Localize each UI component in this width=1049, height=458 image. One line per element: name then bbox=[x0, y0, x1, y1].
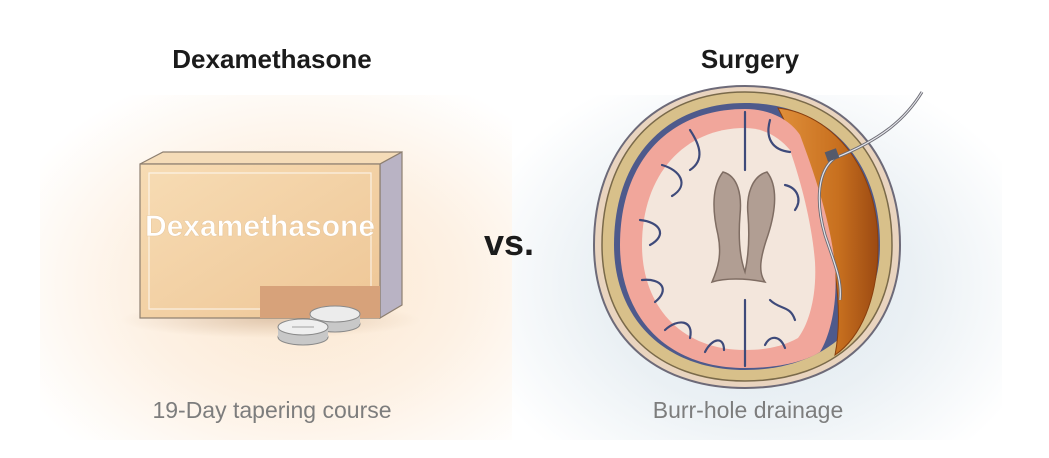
lateral-ventricles bbox=[710, 171, 776, 284]
drainage-catheter-highlight bbox=[818, 91, 923, 301]
box-side-face bbox=[379, 150, 403, 320]
pill-tablets bbox=[277, 305, 361, 346]
sulci bbox=[638, 110, 800, 368]
dexamethasone-caption: 19-Day tapering course bbox=[152, 397, 392, 423]
box-top-face bbox=[139, 151, 403, 165]
brain-cross-section bbox=[592, 84, 924, 390]
box-brand-label: Dexamethasone bbox=[145, 210, 375, 243]
burr-hole bbox=[824, 148, 840, 162]
surgery-heading: Surgery bbox=[700, 44, 800, 74]
versus-label: vs. bbox=[484, 222, 535, 263]
medicine-box bbox=[120, 150, 420, 338]
surgery-caption: Burr-hole drainage bbox=[652, 397, 844, 423]
dexamethasone-heading: Dexamethasone bbox=[172, 44, 372, 74]
pill-front bbox=[277, 318, 329, 346]
